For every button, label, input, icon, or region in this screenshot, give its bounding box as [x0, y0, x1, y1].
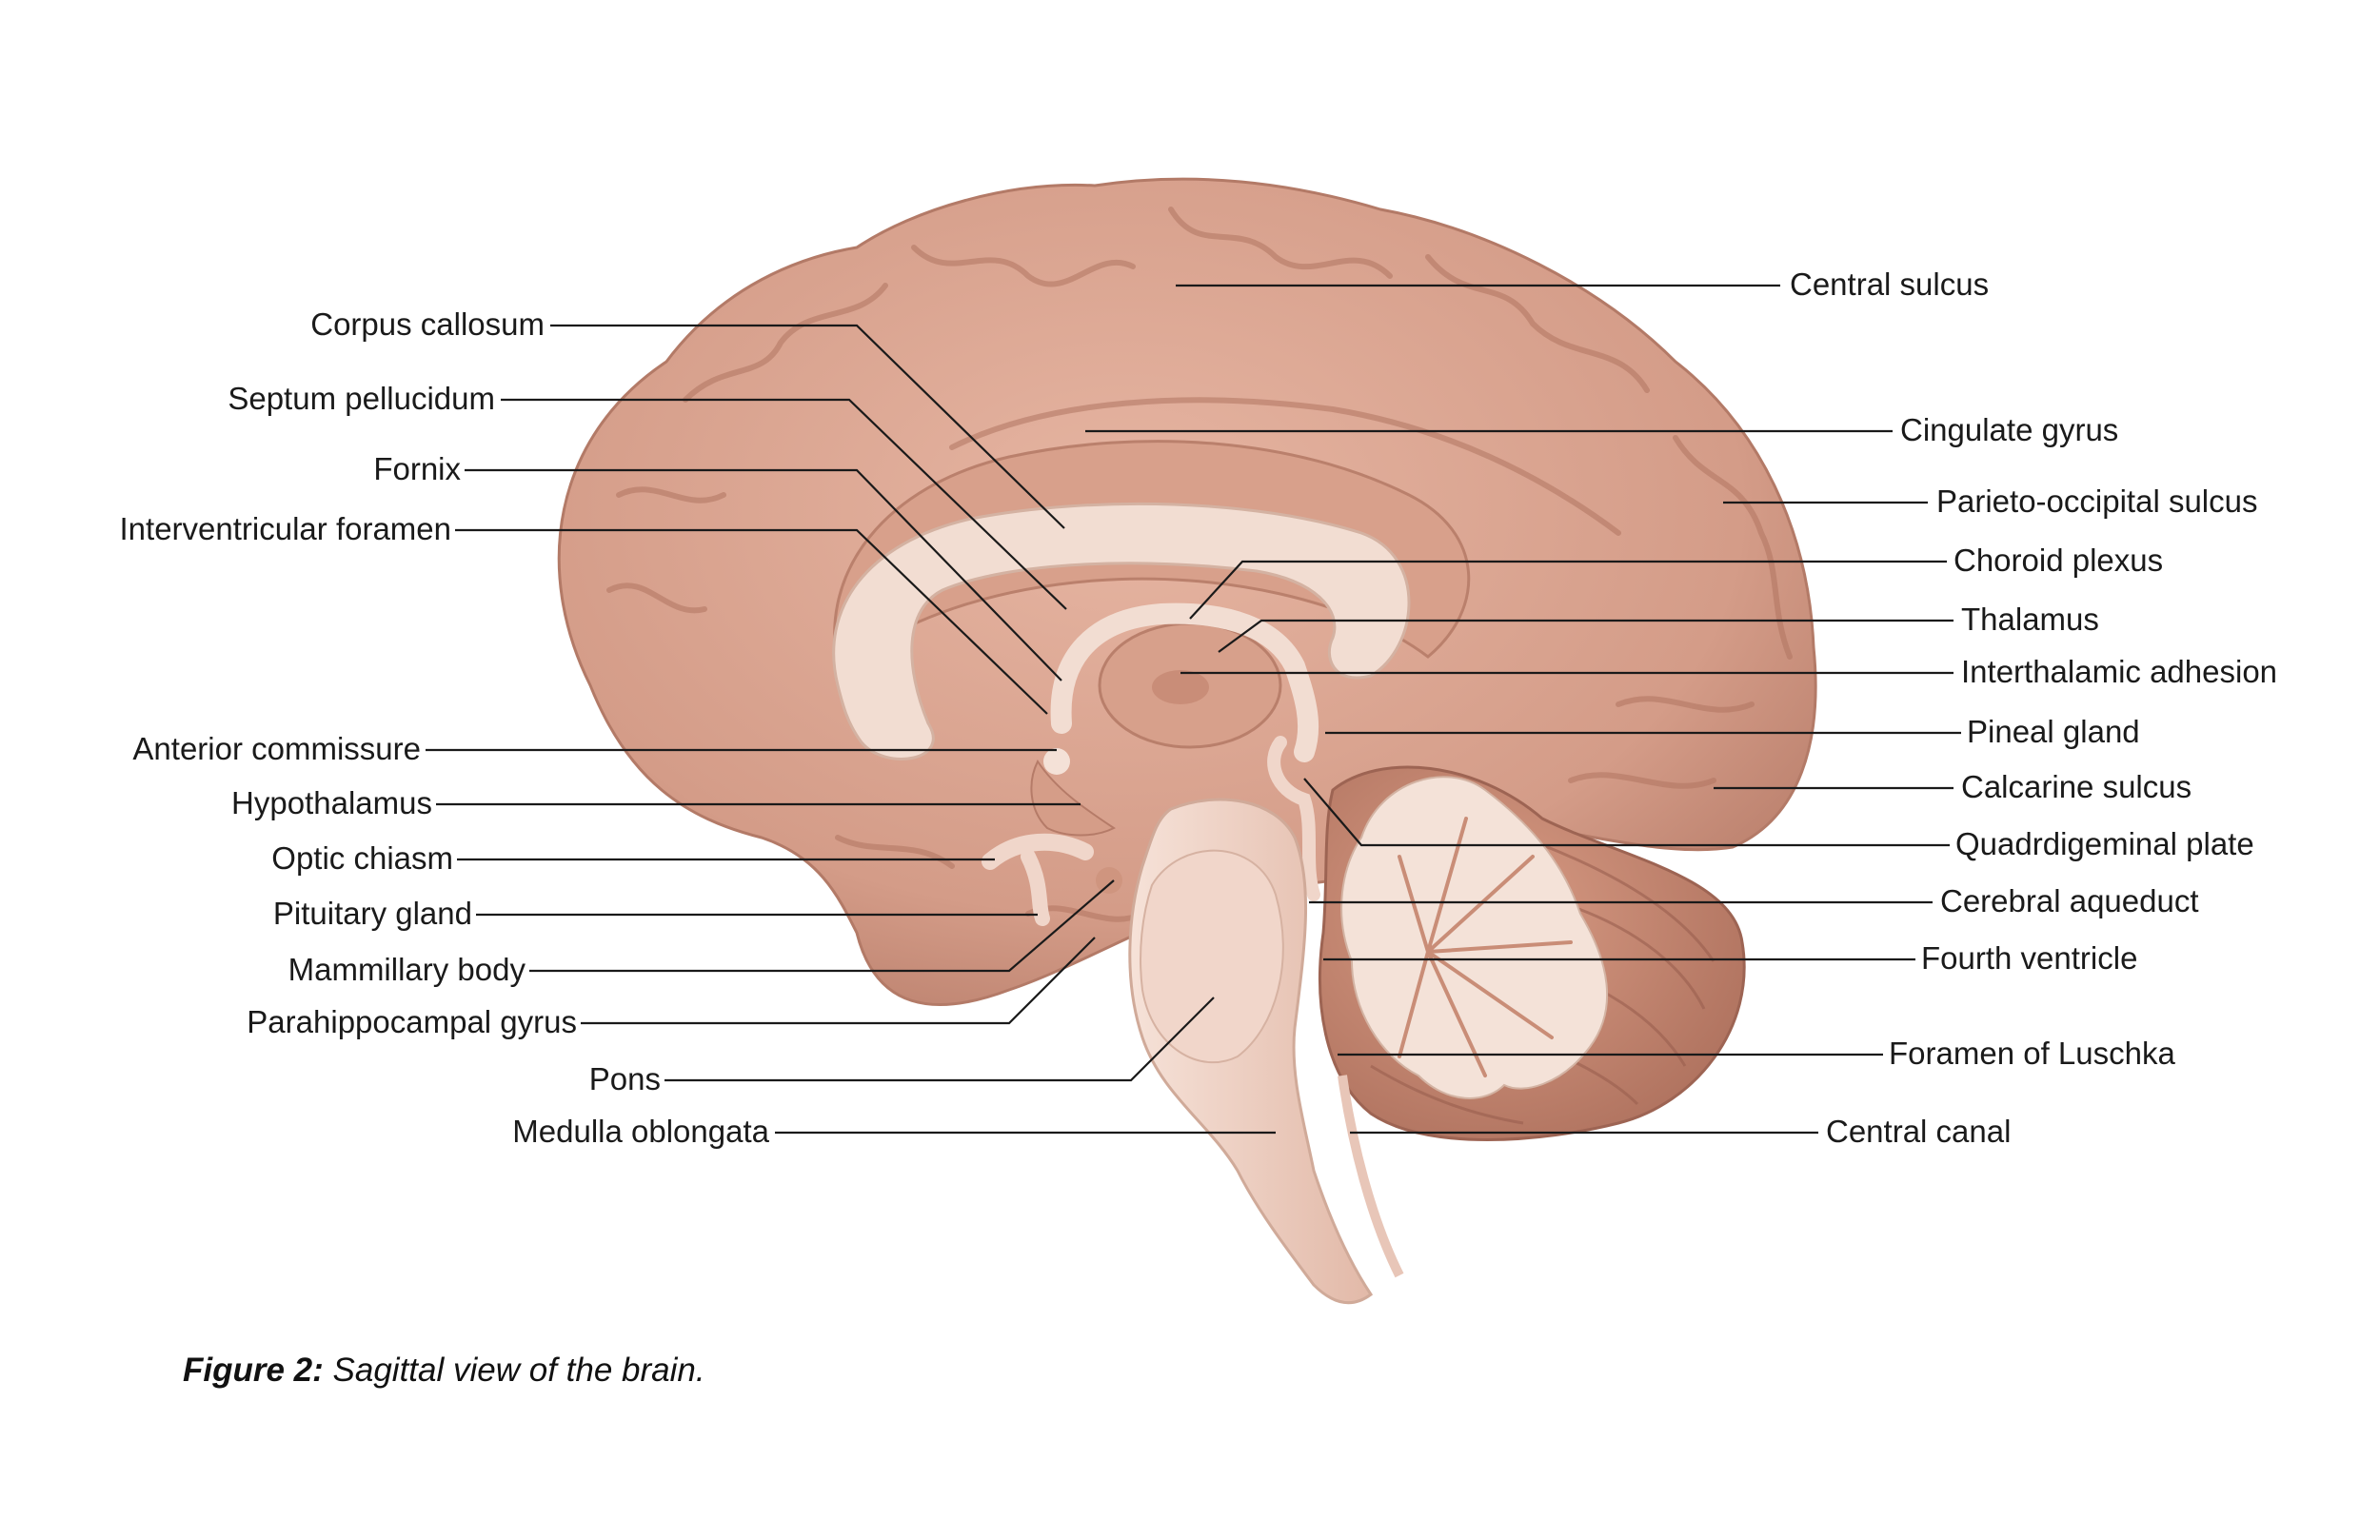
leader-pons: [664, 997, 1215, 1082]
fornix: [1050, 602, 1319, 762]
leader-fornix: [465, 468, 1062, 681]
leader-choroid-plexus: [1189, 560, 1947, 620]
leader-thalamus: [1218, 619, 1954, 653]
labels-right: Central sulcus Cingulate gyrus Parieto-o…: [1790, 267, 2277, 1149]
mammillary-body-node: [1096, 867, 1122, 894]
label-choroid-plexus: Choroid plexus: [1954, 543, 2163, 578]
label-fourth-ventricle: Fourth ventricle: [1921, 940, 2137, 976]
label-foramen-of-luschka: Foramen of Luschka: [1889, 1036, 2175, 1071]
label-pons: Pons: [589, 1061, 661, 1096]
corpus-callosum: [832, 502, 1411, 760]
interthalamic-adhesion: [1152, 670, 1209, 704]
label-cerebral-aqueduct: Cerebral aqueduct: [1940, 883, 2199, 918]
label-optic-chiasm: Optic chiasm: [271, 840, 453, 876]
label-hypothalamus: Hypothalamus: [231, 785, 432, 820]
label-parahippocampal-gyrus: Parahippocampal gyrus: [247, 1004, 577, 1039]
label-quadrigeminal-plate: Quadrdigeminal plate: [1955, 826, 2254, 861]
label-thalamus: Thalamus: [1961, 602, 2099, 637]
leader-septum-pellucidum: [501, 398, 1067, 610]
arbor-branches: [1398, 817, 1573, 1077]
leader-lines: [426, 284, 1961, 1135]
cerebral-aqueduct-tube: [1267, 736, 1320, 901]
label-central-sulcus: Central sulcus: [1790, 267, 1989, 302]
label-interventricular-foramen: Interventricular foramen: [120, 511, 451, 546]
label-interthalamic-adhesion: Interthalamic adhesion: [1961, 654, 2277, 689]
figure-caption-prefix: Figure 2:: [183, 1352, 324, 1389]
label-parieto-occipital-sulcus: Parieto-occipital sulcus: [1936, 484, 2257, 519]
label-corpus-callosum: Corpus callosum: [310, 306, 545, 342]
leader-corpus-callosum: [550, 324, 1065, 529]
optic-chiasm: [982, 833, 1094, 870]
central-canal-tube: [1338, 1075, 1404, 1278]
label-anterior-commissure: Anterior commissure: [132, 731, 421, 766]
label-central-canal: Central canal: [1826, 1114, 2011, 1149]
label-fornix: Fornix: [373, 451, 461, 486]
label-medulla-oblongata: Medulla oblongata: [512, 1114, 769, 1149]
label-pineal-gland: Pineal gland: [1967, 714, 2140, 749]
labels-left: Corpus callosum Septum pellucidum Fornix…: [120, 306, 770, 1149]
leader-mammillary-body: [529, 879, 1115, 973]
leader-parahippocampal-gyrus: [581, 937, 1096, 1025]
arbor-vitae: [1340, 776, 1609, 1099]
brain-illustration: [557, 177, 1817, 1305]
label-mammillary-body: Mammillary body: [288, 952, 526, 987]
label-septum-pellucidum: Septum pellucidum: [228, 381, 495, 416]
anterior-commissure-node: [1043, 748, 1070, 775]
pituitary-gland: [1021, 849, 1050, 926]
figure-caption-text: Sagittal view of the brain.: [323, 1352, 705, 1389]
label-cingulate-gyrus: Cingulate gyrus: [1900, 412, 2118, 447]
pons-bulge: [1140, 849, 1284, 1064]
label-pituitary-gland: Pituitary gland: [273, 896, 472, 931]
leader-quadrigeminal-plate: [1303, 778, 1950, 847]
leader-interventricular-foramen: [455, 528, 1048, 715]
hypothalamus: [1030, 760, 1116, 837]
label-calcarine-sulcus: Calcarine sulcus: [1961, 769, 2192, 804]
figure-caption: Figure 2: Sagittal view of the brain.: [183, 1352, 705, 1390]
